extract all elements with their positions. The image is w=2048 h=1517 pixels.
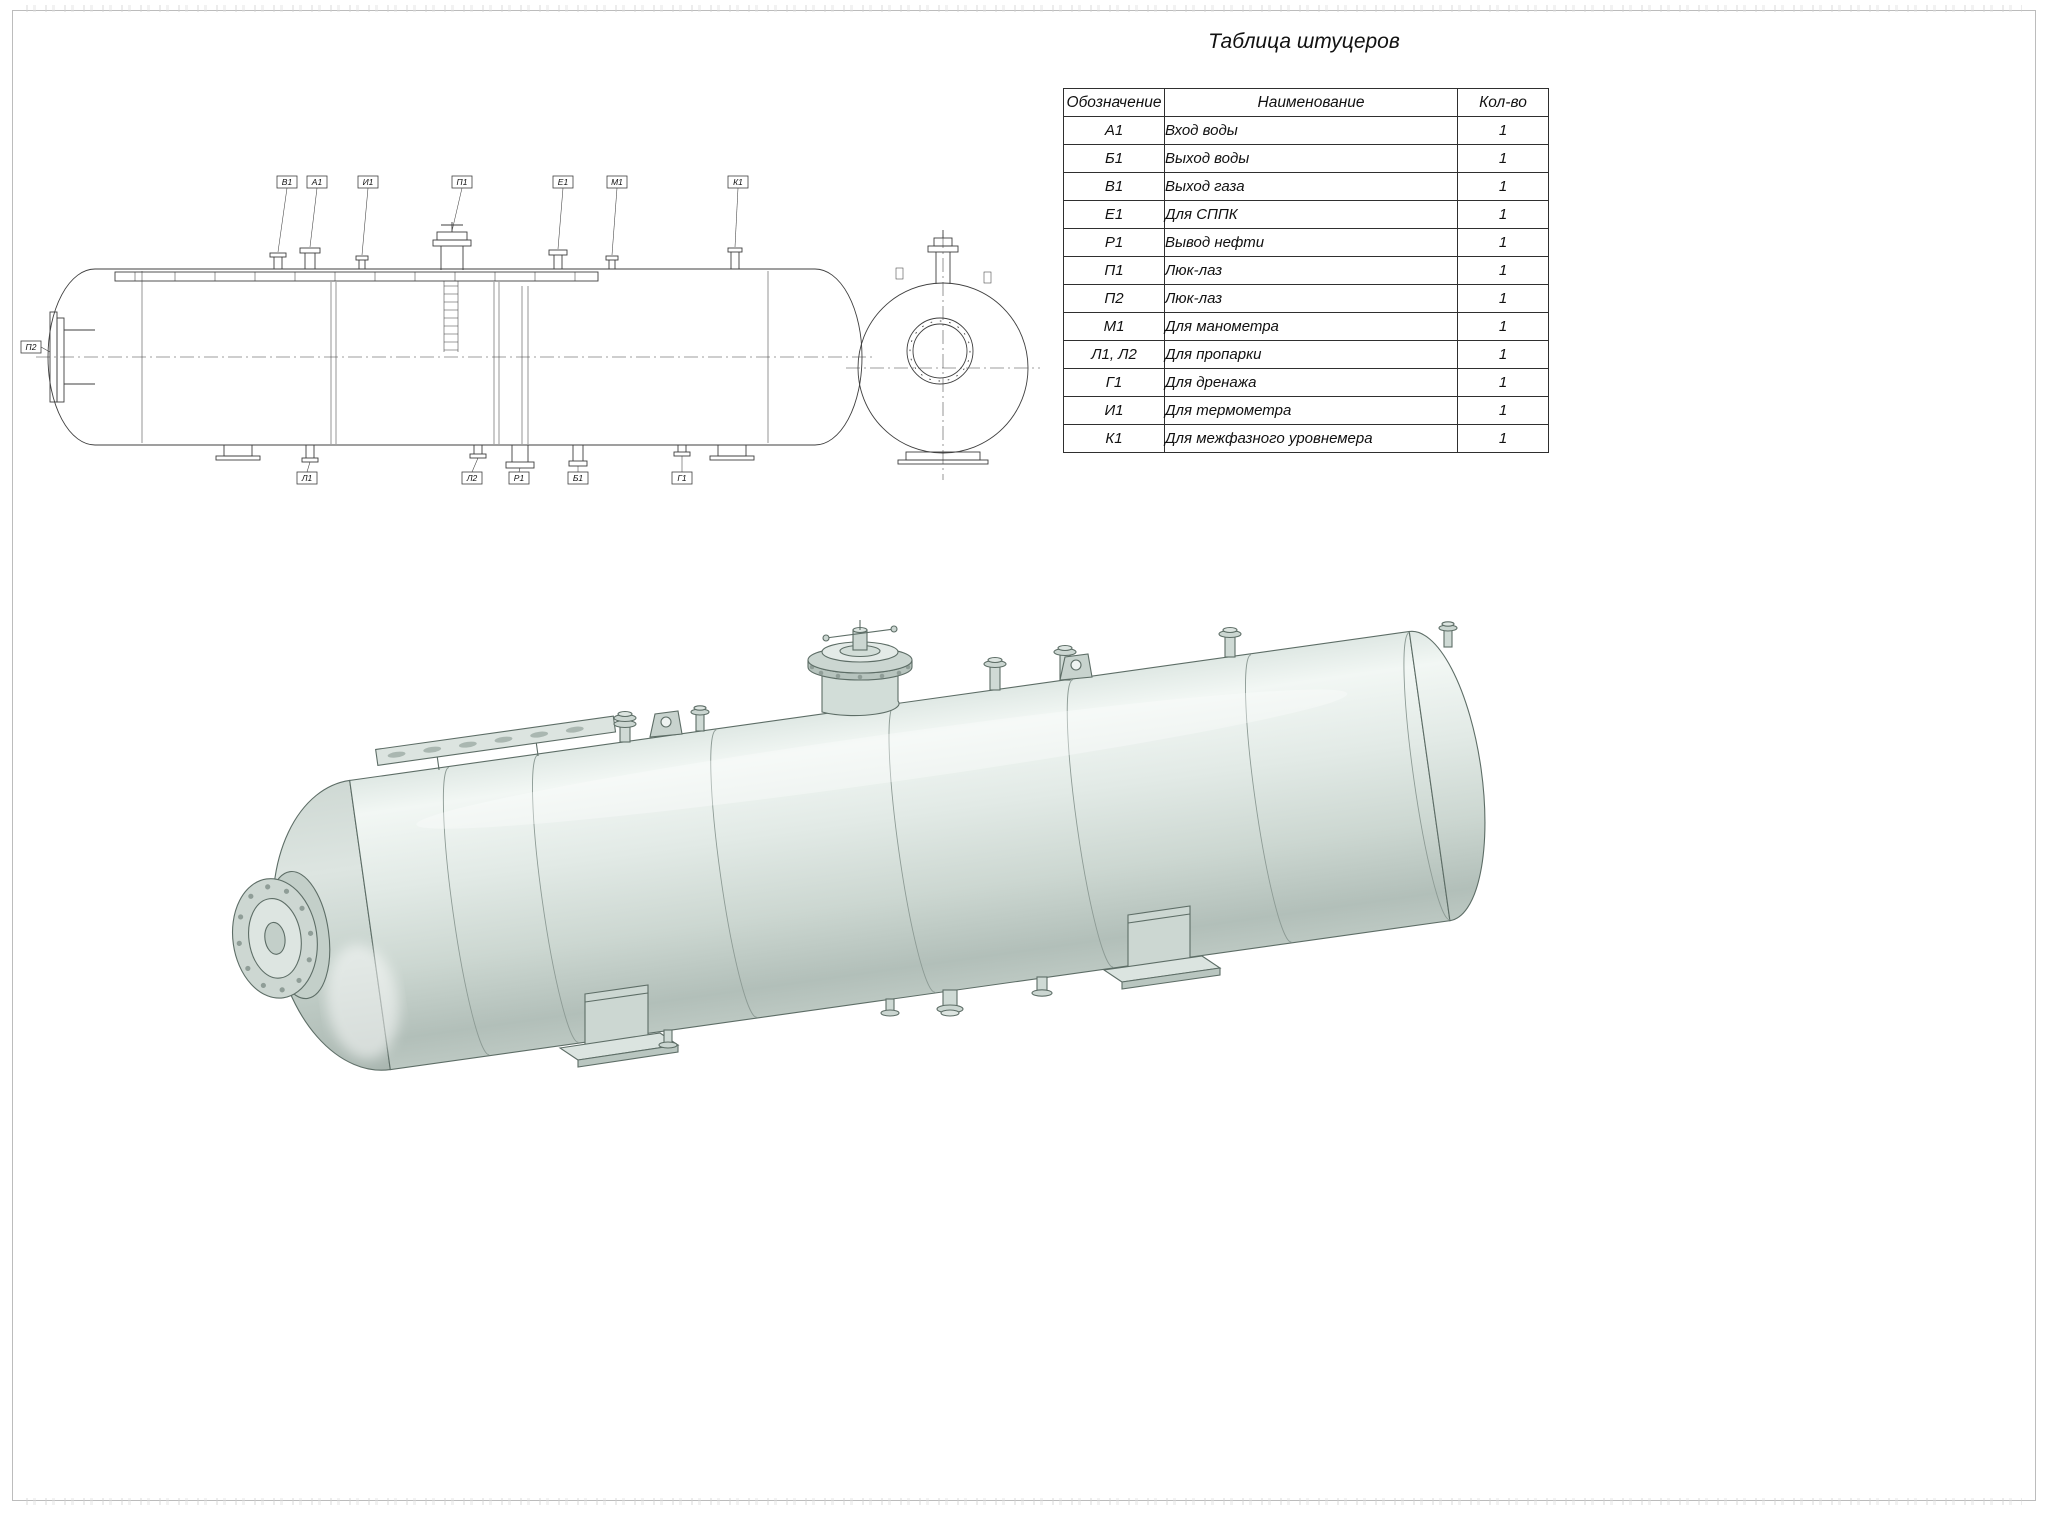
- callout-p1: П1: [451, 175, 473, 232]
- callout-g1: Г1: [671, 456, 693, 485]
- callouts: В1 А1 И1 П1 Е1 М1: [20, 175, 749, 485]
- cell-qty: 1: [1457, 256, 1549, 285]
- cell-qty: 1: [1457, 312, 1549, 341]
- cell-code: В1: [1063, 172, 1165, 201]
- cell-qty: 1: [1457, 116, 1549, 145]
- callout-e1: Е1: [552, 175, 574, 250]
- scan-noise-bottom: [26, 1498, 2022, 1505]
- col-header-name: Наименование: [1164, 88, 1458, 117]
- callout-r1: Р1: [508, 467, 530, 485]
- bottom-nozzles-3d: [658, 976, 1053, 1049]
- end-view: [846, 230, 1040, 480]
- cell-name: Вход воды: [1164, 116, 1458, 145]
- vessel-3d-shell: [231, 630, 1486, 1071]
- manway-2d: [432, 222, 472, 352]
- svg-text:А1: А1: [311, 177, 323, 187]
- side-view: [36, 222, 872, 469]
- svg-text:Е1: Е1: [558, 177, 569, 187]
- callout-l1: Л1: [296, 461, 318, 485]
- cell-qty: 1: [1457, 200, 1549, 229]
- nozzle-table-title: Таблица штуцеров: [1208, 30, 1400, 53]
- saddles-2d: [215, 444, 755, 461]
- cell-code: Л1, Л2: [1063, 340, 1165, 369]
- walkway-3d: [375, 715, 617, 770]
- saddles-3d: [558, 905, 1222, 1068]
- nozzle-table-header-row: Обозначение Наименование Кол-во: [1063, 88, 1549, 117]
- cell-code: П1: [1063, 256, 1165, 285]
- cell-name: Для СППК: [1164, 200, 1458, 229]
- cell-code: Р1: [1063, 228, 1165, 257]
- bottom-nozzles-2d: [301, 445, 691, 469]
- walkway-2d: [114, 271, 599, 282]
- svg-text:К1: К1: [733, 177, 743, 187]
- manway-3d: [807, 620, 913, 717]
- svg-text:М1: М1: [611, 177, 623, 187]
- svg-text:Р1: Р1: [514, 473, 525, 483]
- manway-bolts: [809, 664, 911, 680]
- cell-qty: 1: [1457, 172, 1549, 201]
- callout-m1: М1: [606, 175, 628, 256]
- callout-a1: А1: [306, 175, 328, 248]
- svg-text:П1: П1: [457, 177, 468, 187]
- cell-qty: 1: [1457, 228, 1549, 257]
- svg-text:И1: И1: [363, 177, 374, 187]
- svg-text:Л2: Л2: [466, 473, 478, 483]
- vessel-3d: [231, 620, 1486, 1071]
- top-nozzles-3d: [613, 621, 1458, 743]
- cell-code: М1: [1063, 312, 1165, 341]
- svg-text:Л1: Л1: [301, 473, 313, 483]
- svg-text:Г1: Г1: [677, 473, 687, 483]
- cell-code: Г1: [1063, 368, 1165, 397]
- callout-k1: К1: [727, 175, 749, 248]
- nozzle-table-head: Обозначение Наименование Кол-во: [1063, 88, 1549, 117]
- cell-qty: 1: [1457, 424, 1549, 453]
- vessel-3d-fittings: [558, 620, 1458, 1068]
- cell-code: К1: [1063, 424, 1165, 453]
- cell-name: Люк-лаз: [1164, 284, 1458, 313]
- scan-noise-top: [26, 5, 2022, 12]
- cell-code: А1: [1063, 116, 1165, 145]
- svg-text:В1: В1: [282, 177, 293, 187]
- svg-text:Б1: Б1: [573, 473, 584, 483]
- left-nozzle-2d: [49, 311, 95, 403]
- cell-code: И1: [1063, 396, 1165, 425]
- cell-qty: 1: [1457, 340, 1549, 369]
- svg-text:П2: П2: [26, 342, 37, 352]
- cell-name: Для дренажа: [1164, 368, 1458, 397]
- callout-v1: В1: [276, 175, 298, 253]
- callout-l2: Л2: [461, 457, 483, 485]
- cell-name: Для манометра: [1164, 312, 1458, 341]
- callout-p2: П2: [20, 340, 51, 354]
- lifting-lugs-3d: [649, 653, 1093, 738]
- callout-i1: И1: [357, 175, 379, 256]
- cell-name: Для межфазного уровнемера: [1164, 424, 1458, 453]
- flange-bolts: [236, 884, 314, 993]
- left-manway-3d: [231, 870, 331, 1000]
- top-nozzles-2d: [269, 247, 743, 269]
- callout-b1: Б1: [567, 466, 589, 485]
- cell-qty: 1: [1457, 144, 1549, 173]
- cell-qty: 1: [1457, 396, 1549, 425]
